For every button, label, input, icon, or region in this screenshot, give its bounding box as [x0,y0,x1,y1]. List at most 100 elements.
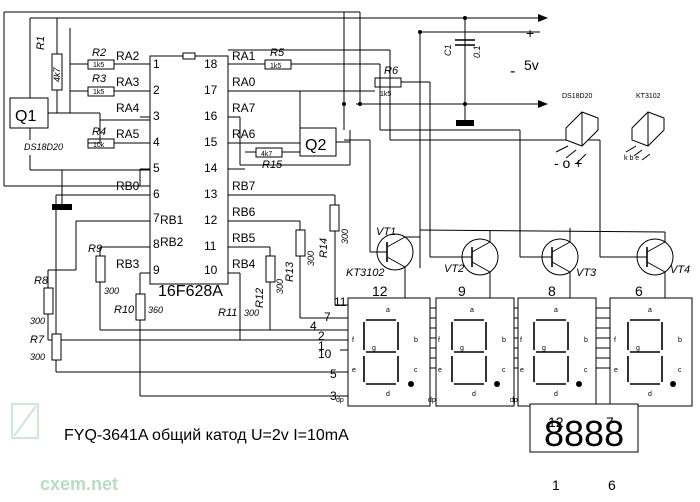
pkg-kt-title: KT3102 [636,93,661,100]
resistor-r14: R14 300 [318,195,350,305]
transistor-vt4: VT4 [600,232,690,298]
r5-value: 1k5 [270,63,281,70]
seg-label-d: d [648,391,652,398]
display-pin-10: 10 [318,347,332,361]
seg-label-b: b [414,337,418,344]
chip-pin-label: RA3 [116,75,140,89]
package-kt3102: KT3102 k b e [624,93,665,162]
package-ds18d20: DS18D20 - o + [554,93,599,171]
seg-label-a: a [470,307,474,314]
r1-name: R1 [35,36,47,50]
module-pin-top-left: 12 [548,414,564,430]
module-pin-bottom-right: 6 [608,477,616,493]
display-pin-11: 11 [334,295,347,309]
r11-value: 300 [244,308,259,318]
segment-bus [240,304,610,397]
display-pin-7: 7 [324,310,331,324]
r4-name: R4 [92,126,106,138]
vt2-label: VT2 [444,263,464,275]
sensor-q2: Q2 [239,117,351,166]
q1-label: Q1 [15,108,36,125]
r1-value: 4k7 [52,66,62,82]
r5-name: R5 [270,47,285,59]
seg-label-b: b [502,337,506,344]
r9-name: R9 [88,243,102,255]
display-pin-4: 4 [310,319,317,333]
chip-pin-label: RB1 [160,213,184,227]
r9-value: 300 [104,286,119,296]
chip-pin-label: RA5 [116,127,140,141]
digit-2-number: 9 [458,283,466,299]
module-pin-bottom-left: 1 [552,477,560,493]
dp-label: dp [510,397,518,404]
pkg-ds-pins: - o + [554,155,582,171]
q1-sublabel: DS18D20 [24,142,63,152]
display-digit-3: 8 a d f e g b c [517,283,597,407]
chip-pin-label: RB7 [232,179,256,193]
display-pin-1: 1 [318,339,325,353]
chip-16f628a: 16F628A RA2 1 RA3 2 RA4 3 RA5 4 5 RB0 6 … [116,49,256,300]
r7-name: R7 [30,334,45,346]
chip-pin-label: RB5 [232,231,256,245]
chip-pin-number: 14 [204,161,218,175]
transistor-base-wires [228,49,666,268]
chip-pin-number: 2 [153,83,160,97]
chip-pin-number: 4 [153,135,160,149]
seg-label-c: c [678,367,682,374]
chip-pin-number: 16 [204,109,218,123]
transistor-vt3: VT3 [520,228,597,298]
resistor-r3: R3 1k5 [69,28,150,113]
r7-value: 300 [30,352,45,362]
chip-pin-number: 3 [153,109,160,123]
resistor-r7: R7 300 [30,194,340,373]
seg-label-c: c [502,367,506,374]
r8-value: 300 [30,316,45,326]
chip-pin-number: 6 [153,187,160,201]
watermark: cxem.net [40,474,118,494]
r15-name: R15 [262,159,283,171]
resistor-r2: R2 1k5 [70,47,150,70]
vt1-label: VT1 [376,226,396,238]
seg-label-d: d [386,391,390,398]
power-voltage-label: 5v [524,57,539,73]
resistor-r13: R13 300 [284,221,316,318]
vt1-type: KT3102 [346,267,385,279]
r13-name: R13 [284,261,296,282]
seg-label-e: e [614,367,618,374]
chip-pin-label: RB3 [116,257,140,271]
vt4-label: VT4 [670,264,690,276]
chip-pin-number: 17 [204,83,218,97]
display-digit-1: 12 a g d f e b c [347,283,431,407]
resistor-r6: R6 1k5 [374,65,430,98]
seg-label-d: d [554,391,558,398]
chip-pin-number: 13 [204,187,218,201]
resistor-r11: R11 300 [218,273,259,340]
seg-label-g: g [460,345,464,352]
seg-label-b: b [678,337,682,344]
transistor-vt2: VT2 [429,82,499,298]
r15-value: 4k7 [261,151,272,158]
caption: FYQ-3641A общий катод U=2v I=10mA [64,427,349,444]
seg-label-f: f [438,337,440,344]
digit-1-number: 12 [372,283,388,299]
chip-pin-label: RA0 [232,75,256,89]
seg-label-b: b [584,337,588,344]
chip-pin-label: RA1 [232,49,256,63]
seg-label-d: d [472,391,476,398]
dp-label: dp [428,397,436,404]
seg-label-f: f [352,337,354,344]
chip-pin-number: 1 [153,57,160,71]
resistor-r1: R1 4k7 [35,18,63,113]
sensor-q1: Q1 DS18D20 [9,97,150,210]
chip-name: 16F628A [158,283,223,300]
r4-value: 10k [93,142,105,149]
c1-name: C1 [443,44,453,56]
power-plus-label: + [526,25,534,41]
r14-value: 300 [340,229,350,244]
pkg-kt-pins: k b e [624,155,639,162]
seg-label-a: a [648,307,652,314]
resistor-r4: R4 10k [87,126,150,149]
display-pin-2: 2 [318,329,325,343]
seg-label-e: e [352,367,356,374]
